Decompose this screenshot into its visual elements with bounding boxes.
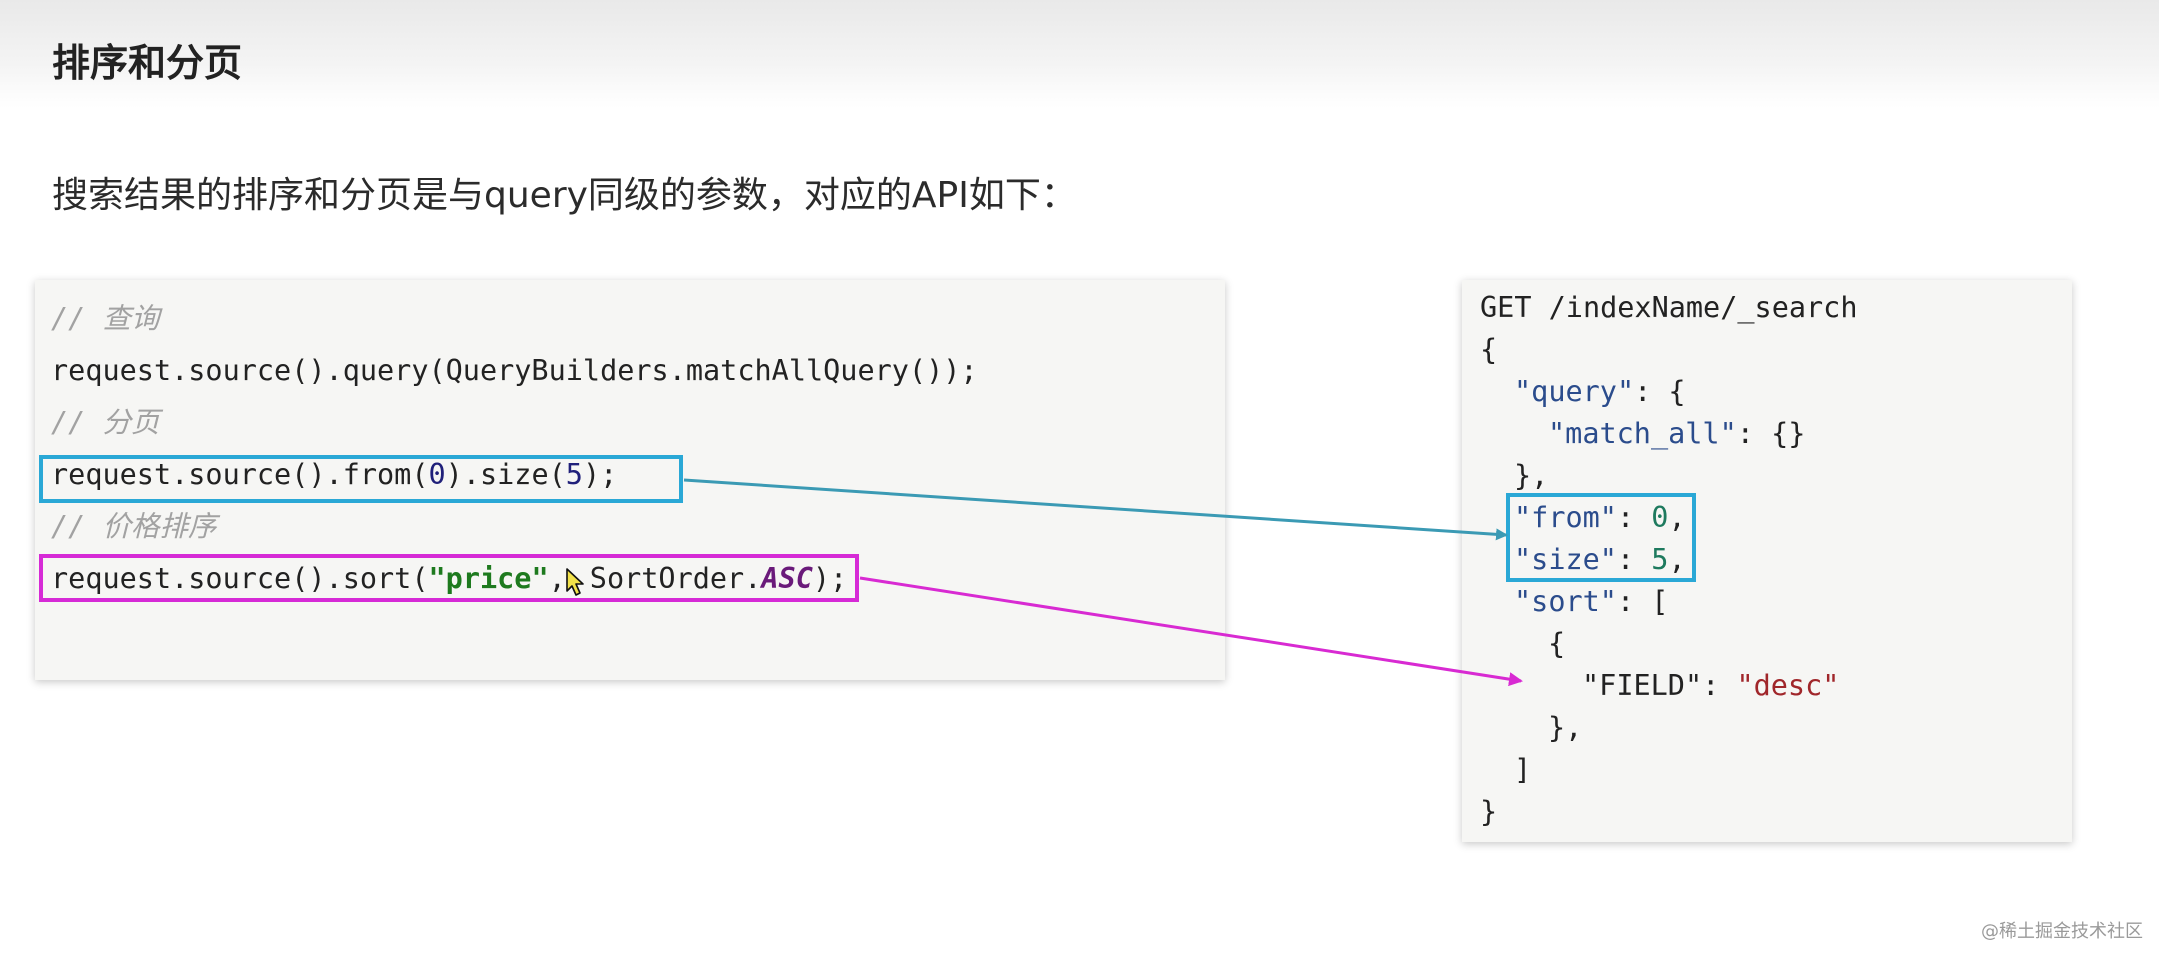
sort-field: "price" — [428, 562, 549, 595]
json-code-panel: GET /indexName/_search { "query": { "mat… — [1462, 280, 2072, 842]
json-field-key: "FIELD" — [1582, 669, 1703, 702]
json-sort-key: "sort" — [1514, 585, 1617, 618]
json-size-sep: : — [1616, 543, 1652, 576]
sort-enum: SortOrder. — [589, 562, 762, 595]
comment-paging: // 分页 — [51, 406, 160, 439]
paging-prefix: request.source().from( — [51, 458, 429, 491]
json-field-value: "desc" — [1736, 669, 1840, 702]
title-bar — [0, 0, 2159, 108]
mouse-pointer-icon — [566, 568, 584, 596]
page-subtitle: 搜索结果的排序和分页是与query同级的参数，对应的API如下： — [52, 175, 1077, 216]
sort-sep: , — [548, 562, 566, 595]
java-sort-highlight — [39, 554, 859, 602]
java-paging-highlight — [39, 455, 683, 503]
size-value: 5 — [565, 458, 583, 491]
json-query-line: "query": { — [1514, 375, 1686, 409]
json-paging-highlight — [1506, 493, 1696, 582]
json-size-comma: , — [1668, 543, 1686, 576]
json-sort-line: "sort": [ — [1514, 585, 1668, 619]
json-size-key: "size" — [1514, 543, 1617, 576]
comment-sort: // 价格排序 — [51, 510, 217, 543]
sort-order: ASC — [761, 562, 813, 595]
json-from-value: 0 — [1651, 501, 1669, 534]
json-close-brace: } — [1480, 795, 1498, 828]
json-query-close: }, — [1514, 459, 1549, 492]
json-sort-obj-close: }, — [1548, 711, 1583, 744]
java-paging-line: request.source().from(0).size(5); — [51, 458, 617, 492]
json-from-comma: , — [1668, 501, 1686, 534]
page-title: 排序和分页 — [52, 41, 243, 85]
json-match-all-line: "match_all": {} — [1548, 417, 1805, 451]
json-from-sep: : — [1616, 501, 1652, 534]
json-match-all-value: : {} — [1736, 417, 1806, 450]
json-size-value: 5 — [1651, 543, 1669, 576]
json-field-line: "FIELD": "desc" — [1582, 669, 1839, 703]
paging-suffix: ); — [582, 458, 618, 491]
json-request-line: GET /indexName/_search — [1480, 291, 1858, 324]
comment-query: // 查询 — [51, 302, 160, 335]
json-match-all-key: "match_all" — [1548, 417, 1737, 450]
json-sort-open: : [ — [1616, 585, 1669, 618]
json-sort-obj-open: { — [1548, 627, 1566, 660]
from-value: 0 — [428, 458, 446, 491]
paging-middle: ).size( — [445, 458, 566, 491]
sort-suffix: ); — [812, 562, 848, 595]
watermark: @稀土掘金技术社区 — [1981, 921, 2143, 942]
json-size-line: "size": 5, — [1514, 543, 1686, 577]
json-sort-close: ] — [1514, 753, 1532, 786]
json-field-sep: : — [1702, 669, 1737, 702]
json-query-key: "query" — [1514, 375, 1635, 408]
json-query-open: : { — [1634, 375, 1686, 408]
json-from-key: "from" — [1514, 501, 1617, 534]
sort-prefix: request.source().sort( — [51, 562, 429, 595]
java-sort-line: request.source().sort("price", SortOrder.… — [51, 562, 847, 596]
java-query-line: request.source().query(QueryBuilders.mat… — [51, 354, 978, 387]
json-open-brace: { — [1480, 333, 1498, 366]
json-from-line: "from": 0, — [1514, 501, 1686, 535]
